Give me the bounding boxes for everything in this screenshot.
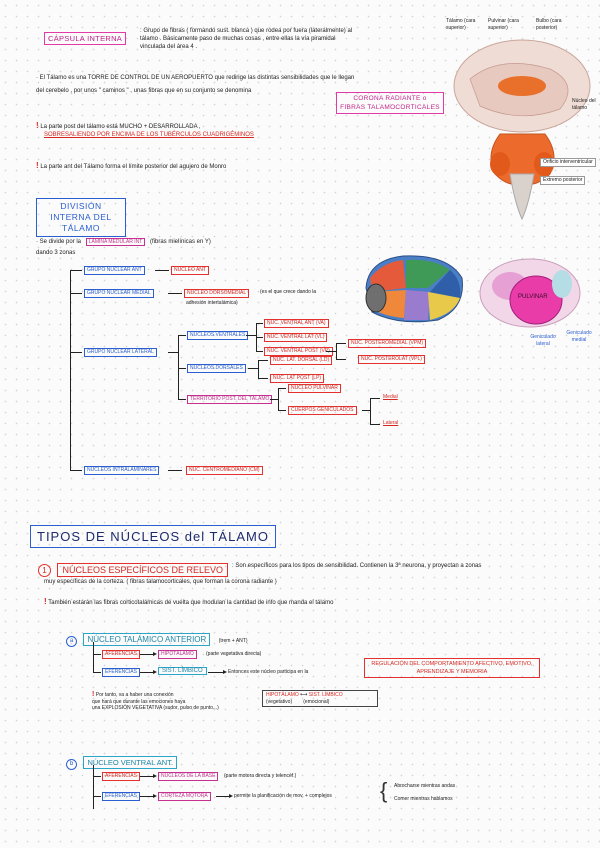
capsula-interna-block: CÁPSULA INTERNA bbox=[44, 28, 127, 46]
cuerpos-geniculados: CUERPOS GENICULADOS bbox=[288, 406, 357, 415]
nuc-centromediano: NÚC. CENTROMEDIANO (CM) bbox=[186, 466, 263, 475]
exclamation-icon: ! bbox=[44, 597, 47, 606]
exclamation-icon: ! bbox=[36, 121, 39, 130]
nucleos-ventrales: NÚCLEOS VENTRALES bbox=[187, 331, 249, 340]
nuc-lp: NÚC. LAT POST (LP) bbox=[270, 374, 325, 383]
brain-figure: Tálamo (cara superior) Pulvinar (cara su… bbox=[440, 14, 600, 224]
nucleo-dorsomedial: NÚCLEO DORSOMEDIAL bbox=[184, 289, 250, 298]
thalamus-3d-figure bbox=[358, 248, 468, 328]
pulvinar-figure: PULVINAR bbox=[470, 248, 590, 348]
nuc-vpm: NÚC. POSTEROMEDIAL (VPM) bbox=[348, 339, 427, 348]
exclamation-icon: ! bbox=[36, 161, 39, 170]
gen-med-label: Geniculado medial bbox=[566, 330, 592, 343]
por-tanto-note: ! Por tanto, va a haber una conexión que… bbox=[92, 691, 219, 711]
grupo-medial: GRUPO NUCLEAR MEDIAL bbox=[84, 289, 154, 298]
tree-trunk bbox=[70, 270, 71, 470]
tipos-title: TIPOS DE NÚCLEOS del TÁLAMO bbox=[30, 525, 276, 548]
nucleo-ant: NÚCLEO ANT bbox=[171, 266, 209, 275]
grupo-lateral: GRUPO NUCLEAR LATERAL bbox=[84, 348, 157, 357]
esp-note: ! También estarán las fibras corticotalá… bbox=[44, 597, 334, 607]
corona-radiante-box: CORONA RADIANTE o FIBRAS TALAMOCORTICALE… bbox=[336, 92, 444, 114]
nuc-va: NÚC. VENTRAL ANT (VA) bbox=[264, 319, 329, 328]
grupo-ant: GRUPO NUCLEAR ANT bbox=[84, 266, 145, 275]
nucleo-pulvinar: NÚCLEO PULVINAR bbox=[288, 384, 341, 393]
division-title: DIVISIÓN INTERNA DEL TÁLAMO bbox=[36, 198, 126, 237]
nucleos-dorsales: NÚCLEOS DORSALES bbox=[187, 364, 246, 373]
especificos-heading: 1 NÚCLEOS ESPECÍFICOS DE RELEVO bbox=[38, 560, 228, 578]
nuc-vpl: NÚC. POSTEROLAT (VPL) bbox=[358, 355, 425, 364]
number-one-badge: 1 bbox=[38, 564, 51, 577]
capsula-definition: : Grupo de fibras ( formando sust. blanc… bbox=[140, 28, 353, 50]
hipo-limb-box: HIPOTÁLAMO ⟷ SIST. LÍMBICO (vegetativo) … bbox=[262, 690, 378, 707]
post-note: ! La parte post del tálamo está MUCHO + … bbox=[36, 121, 254, 139]
regulacion-box: REGULACIÓN DEL COMPORTAMIENTO AFECTIVO, … bbox=[364, 658, 540, 678]
capsula-interna-label: CÁPSULA INTERNA bbox=[44, 32, 127, 45]
brace-icon: { bbox=[380, 778, 388, 803]
geniculado-lateral: Lateral bbox=[383, 420, 399, 426]
nuc-ld: NÚC. LAT. DORSAL (LD) bbox=[270, 356, 333, 365]
nucleos-intralaminares: NÚCLEOS INTRALAMINARES bbox=[84, 466, 160, 475]
division-intro: · Se divide por la LÁMINA MEDULAR INT (f… bbox=[36, 238, 211, 256]
brain-illustration bbox=[453, 39, 591, 221]
nucleo-ventral-ant-heading: b NÚCLEO VENTRAL ANT. bbox=[66, 752, 178, 770]
talamo-paragraph: · El Tálamo es una TORRE DE CONTROL DE U… bbox=[36, 75, 355, 94]
nuc-vl: NÚC. VENTRAL LAT (VL) bbox=[264, 333, 328, 342]
territorio-post: TERRITORIO POST. DEL TÁLAMO bbox=[187, 395, 273, 404]
nuc-vp: NÚC. VENTRAL POST (VP) bbox=[264, 347, 333, 356]
ant-note: ! La parte ant del Tálamo forma el límit… bbox=[36, 161, 227, 171]
gen-lat-label: Geniculado lateral bbox=[530, 334, 556, 347]
nucleo-anterior-heading: a NÚCLEO TALÁMICO ANTERIOR (trem + ANT) bbox=[66, 629, 248, 647]
geniculado-medial: Medial bbox=[383, 394, 398, 400]
